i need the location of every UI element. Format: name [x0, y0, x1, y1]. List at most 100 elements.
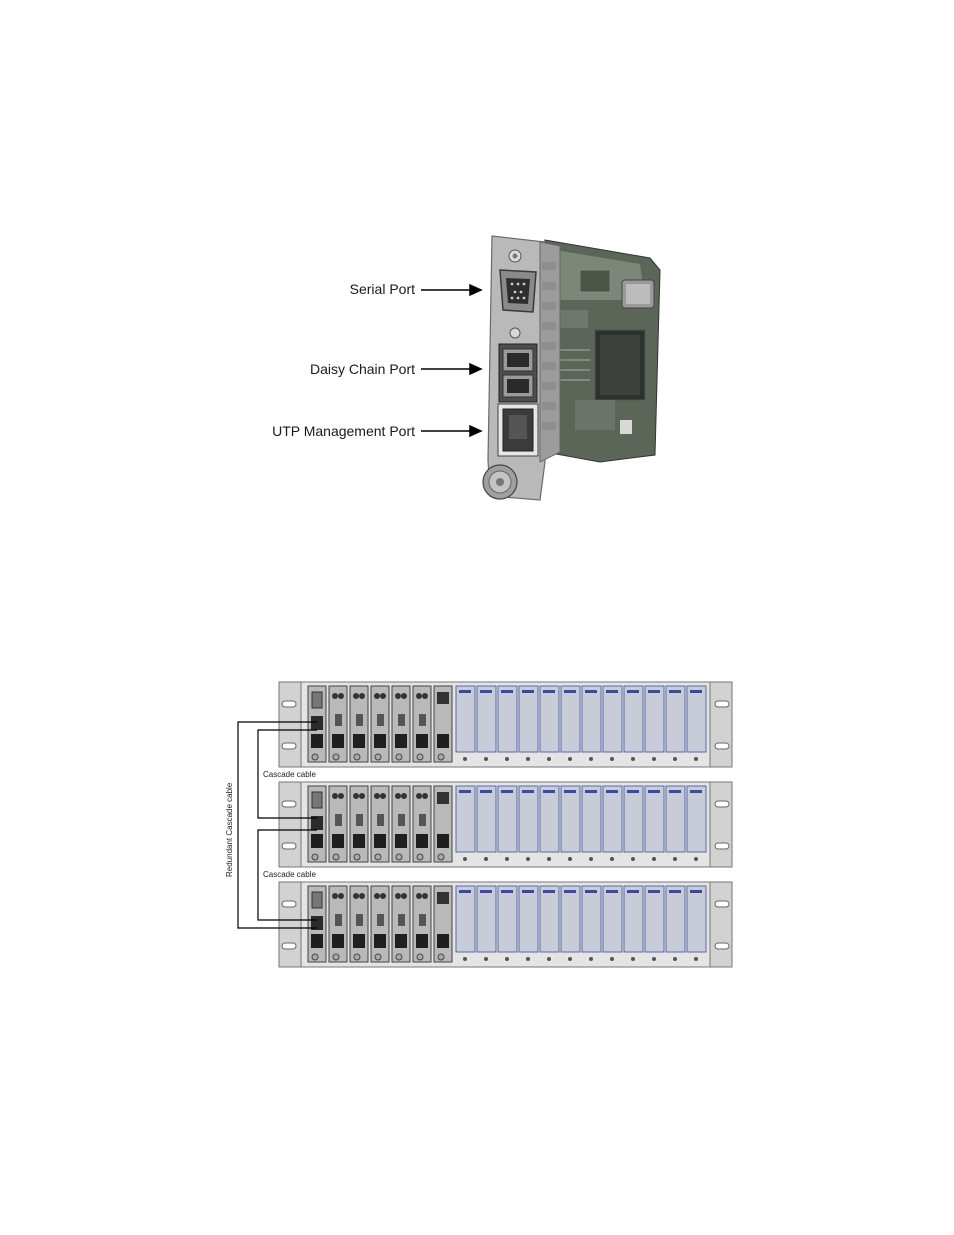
blank-panel-screw: [694, 857, 698, 861]
blank-panel-screw: [505, 857, 509, 861]
blank-panel-logo: [501, 790, 513, 793]
blank-panel-screw: [589, 957, 593, 961]
blank-panel-logo: [543, 690, 555, 693]
module-screw: [374, 953, 382, 961]
rack-ear-left: [278, 681, 302, 768]
blank-panel-logo: [522, 690, 534, 693]
blank-panel: [602, 785, 623, 853]
fiber-port: [416, 693, 422, 699]
rack-ear-hole: [714, 942, 730, 950]
blank-panel: [455, 785, 476, 853]
utp-port: [311, 734, 323, 748]
daisy-chain-port: [311, 716, 323, 730]
blank-panel-screw: [547, 757, 551, 761]
blank-panel: [476, 685, 497, 753]
fiber-port: [353, 793, 359, 799]
rack-ear-hole: [281, 900, 297, 908]
blank-panel-screw: [484, 957, 488, 961]
led-block: [419, 814, 426, 826]
rack-ear-left: [278, 781, 302, 868]
utp-port: [395, 834, 407, 848]
led-block: [356, 914, 363, 926]
rack-ear-hole: [281, 800, 297, 808]
utp-port: [416, 734, 428, 748]
led-block: [419, 914, 426, 926]
blank-panel-screw: [463, 957, 467, 961]
blank-panel: [665, 785, 686, 853]
blank-panel-screw: [631, 757, 635, 761]
blank-panel-logo: [648, 890, 660, 893]
module-screw: [437, 953, 445, 961]
circuit-board: [544, 239, 661, 463]
blank-panel-screw: [463, 757, 467, 761]
serial-port: [311, 891, 323, 909]
utp-management-port-connector: [497, 403, 539, 457]
daisy-chain-port-connectors: [498, 343, 538, 403]
blank-panel: [539, 785, 560, 853]
fiber-port: [359, 693, 365, 699]
blank-panel-logo: [543, 890, 555, 893]
rack-ear-hole: [281, 742, 297, 750]
module-screw: [311, 853, 319, 861]
module-screw: [395, 953, 403, 961]
blank-panel-screw: [484, 757, 488, 761]
blank-panel: [455, 685, 476, 753]
blank-panel-logo: [669, 790, 681, 793]
utp-port: [374, 834, 386, 848]
module-screw: [332, 753, 340, 761]
utp-port: [332, 734, 344, 748]
utp-port: [437, 734, 449, 748]
rack-ear-hole: [281, 942, 297, 950]
blank-panel-screw: [547, 957, 551, 961]
blank-panel: [686, 885, 707, 953]
module-screw: [374, 853, 382, 861]
fiber-port: [437, 892, 449, 904]
blank-panel-logo: [606, 890, 618, 893]
blank-panel-logo: [564, 790, 576, 793]
daisy-chain-arrowhead: [469, 362, 483, 376]
led-block: [356, 814, 363, 826]
blank-panel: [665, 885, 686, 953]
fiber-port: [401, 693, 407, 699]
utp-port: [353, 834, 365, 848]
chassis-stack-figure: Cascade cable Cascade cable Redundant Ca…: [220, 678, 740, 973]
fiber-port: [332, 793, 338, 799]
fiber-port: [380, 693, 386, 699]
module-screw: [395, 853, 403, 861]
blank-panel-logo: [459, 790, 471, 793]
blank-panel-screw: [652, 757, 656, 761]
rack-ear-hole: [281, 700, 297, 708]
blank-panel: [518, 685, 539, 753]
module-screw: [332, 953, 340, 961]
rack-ear-hole: [714, 900, 730, 908]
fiber-port: [395, 693, 401, 699]
blank-panel-logo: [690, 890, 702, 893]
utp-port-arrowhead: [469, 424, 483, 438]
blank-panel-logo: [690, 690, 702, 693]
blank-panel-logo: [501, 890, 513, 893]
utp-port: [416, 934, 428, 948]
fiber-port: [374, 793, 380, 799]
cascade-cable-1: [257, 729, 317, 819]
utp-port: [332, 934, 344, 948]
blank-panel-logo: [669, 890, 681, 893]
blank-panel: [581, 785, 602, 853]
led-block: [335, 714, 342, 726]
blank-panel-screw: [463, 857, 467, 861]
blank-panel-screw: [652, 857, 656, 861]
blank-panel-screw: [505, 757, 509, 761]
blank-panel-screw: [631, 957, 635, 961]
fiber-port: [332, 693, 338, 699]
rack-ear-hole: [714, 842, 730, 850]
utp-port: [374, 934, 386, 948]
fiber-port: [374, 893, 380, 899]
module-screw: [416, 953, 424, 961]
blank-panel-screw: [526, 957, 530, 961]
fiber-port: [353, 693, 359, 699]
management-module-illustration: [421, 235, 661, 501]
fiber-port: [437, 692, 449, 704]
blank-panel-logo: [648, 790, 660, 793]
module-screw: [374, 753, 382, 761]
module-screw: [416, 753, 424, 761]
daisy-chain-port: [311, 816, 323, 830]
